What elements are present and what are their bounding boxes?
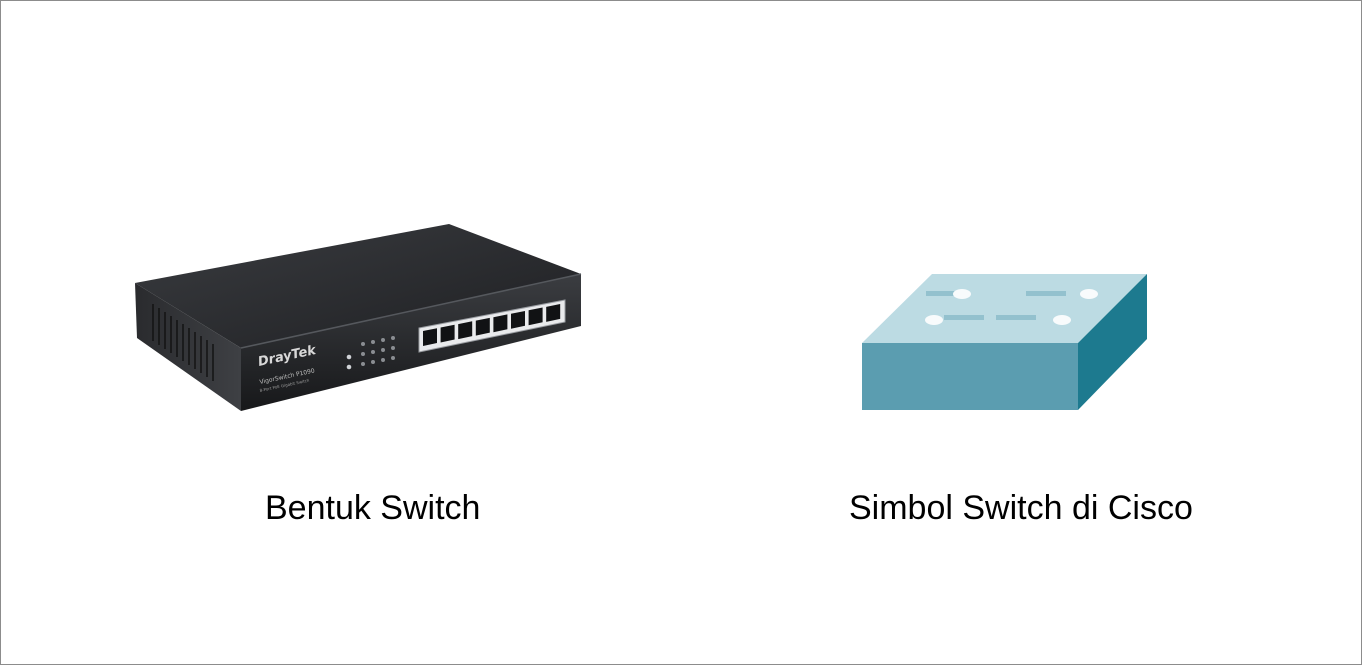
- led-indicators: [346, 336, 395, 370]
- ethernet-port: [423, 328, 437, 346]
- ethernet-port: [528, 307, 543, 326]
- ethernet-port: [458, 321, 473, 340]
- network-switch-image: DrayTek VigorSwitch P1090 8-Port PoE Gig…: [135, 224, 582, 411]
- cisco-switch-symbol: [862, 274, 1147, 410]
- ethernet-port: [493, 314, 508, 333]
- ethernet-port: [475, 317, 490, 336]
- caption-switch-form: Bentuk Switch: [265, 489, 481, 527]
- vent-slots: [152, 304, 214, 381]
- switch-arrows-icon: [925, 289, 1098, 325]
- ethernet-port: [511, 310, 525, 329]
- ethernet-port: [546, 304, 561, 322]
- ethernet-port: [440, 324, 455, 343]
- ethernet-ports: [418, 299, 566, 353]
- caption-cisco-symbol: Simbol Switch di Cisco: [849, 489, 1193, 527]
